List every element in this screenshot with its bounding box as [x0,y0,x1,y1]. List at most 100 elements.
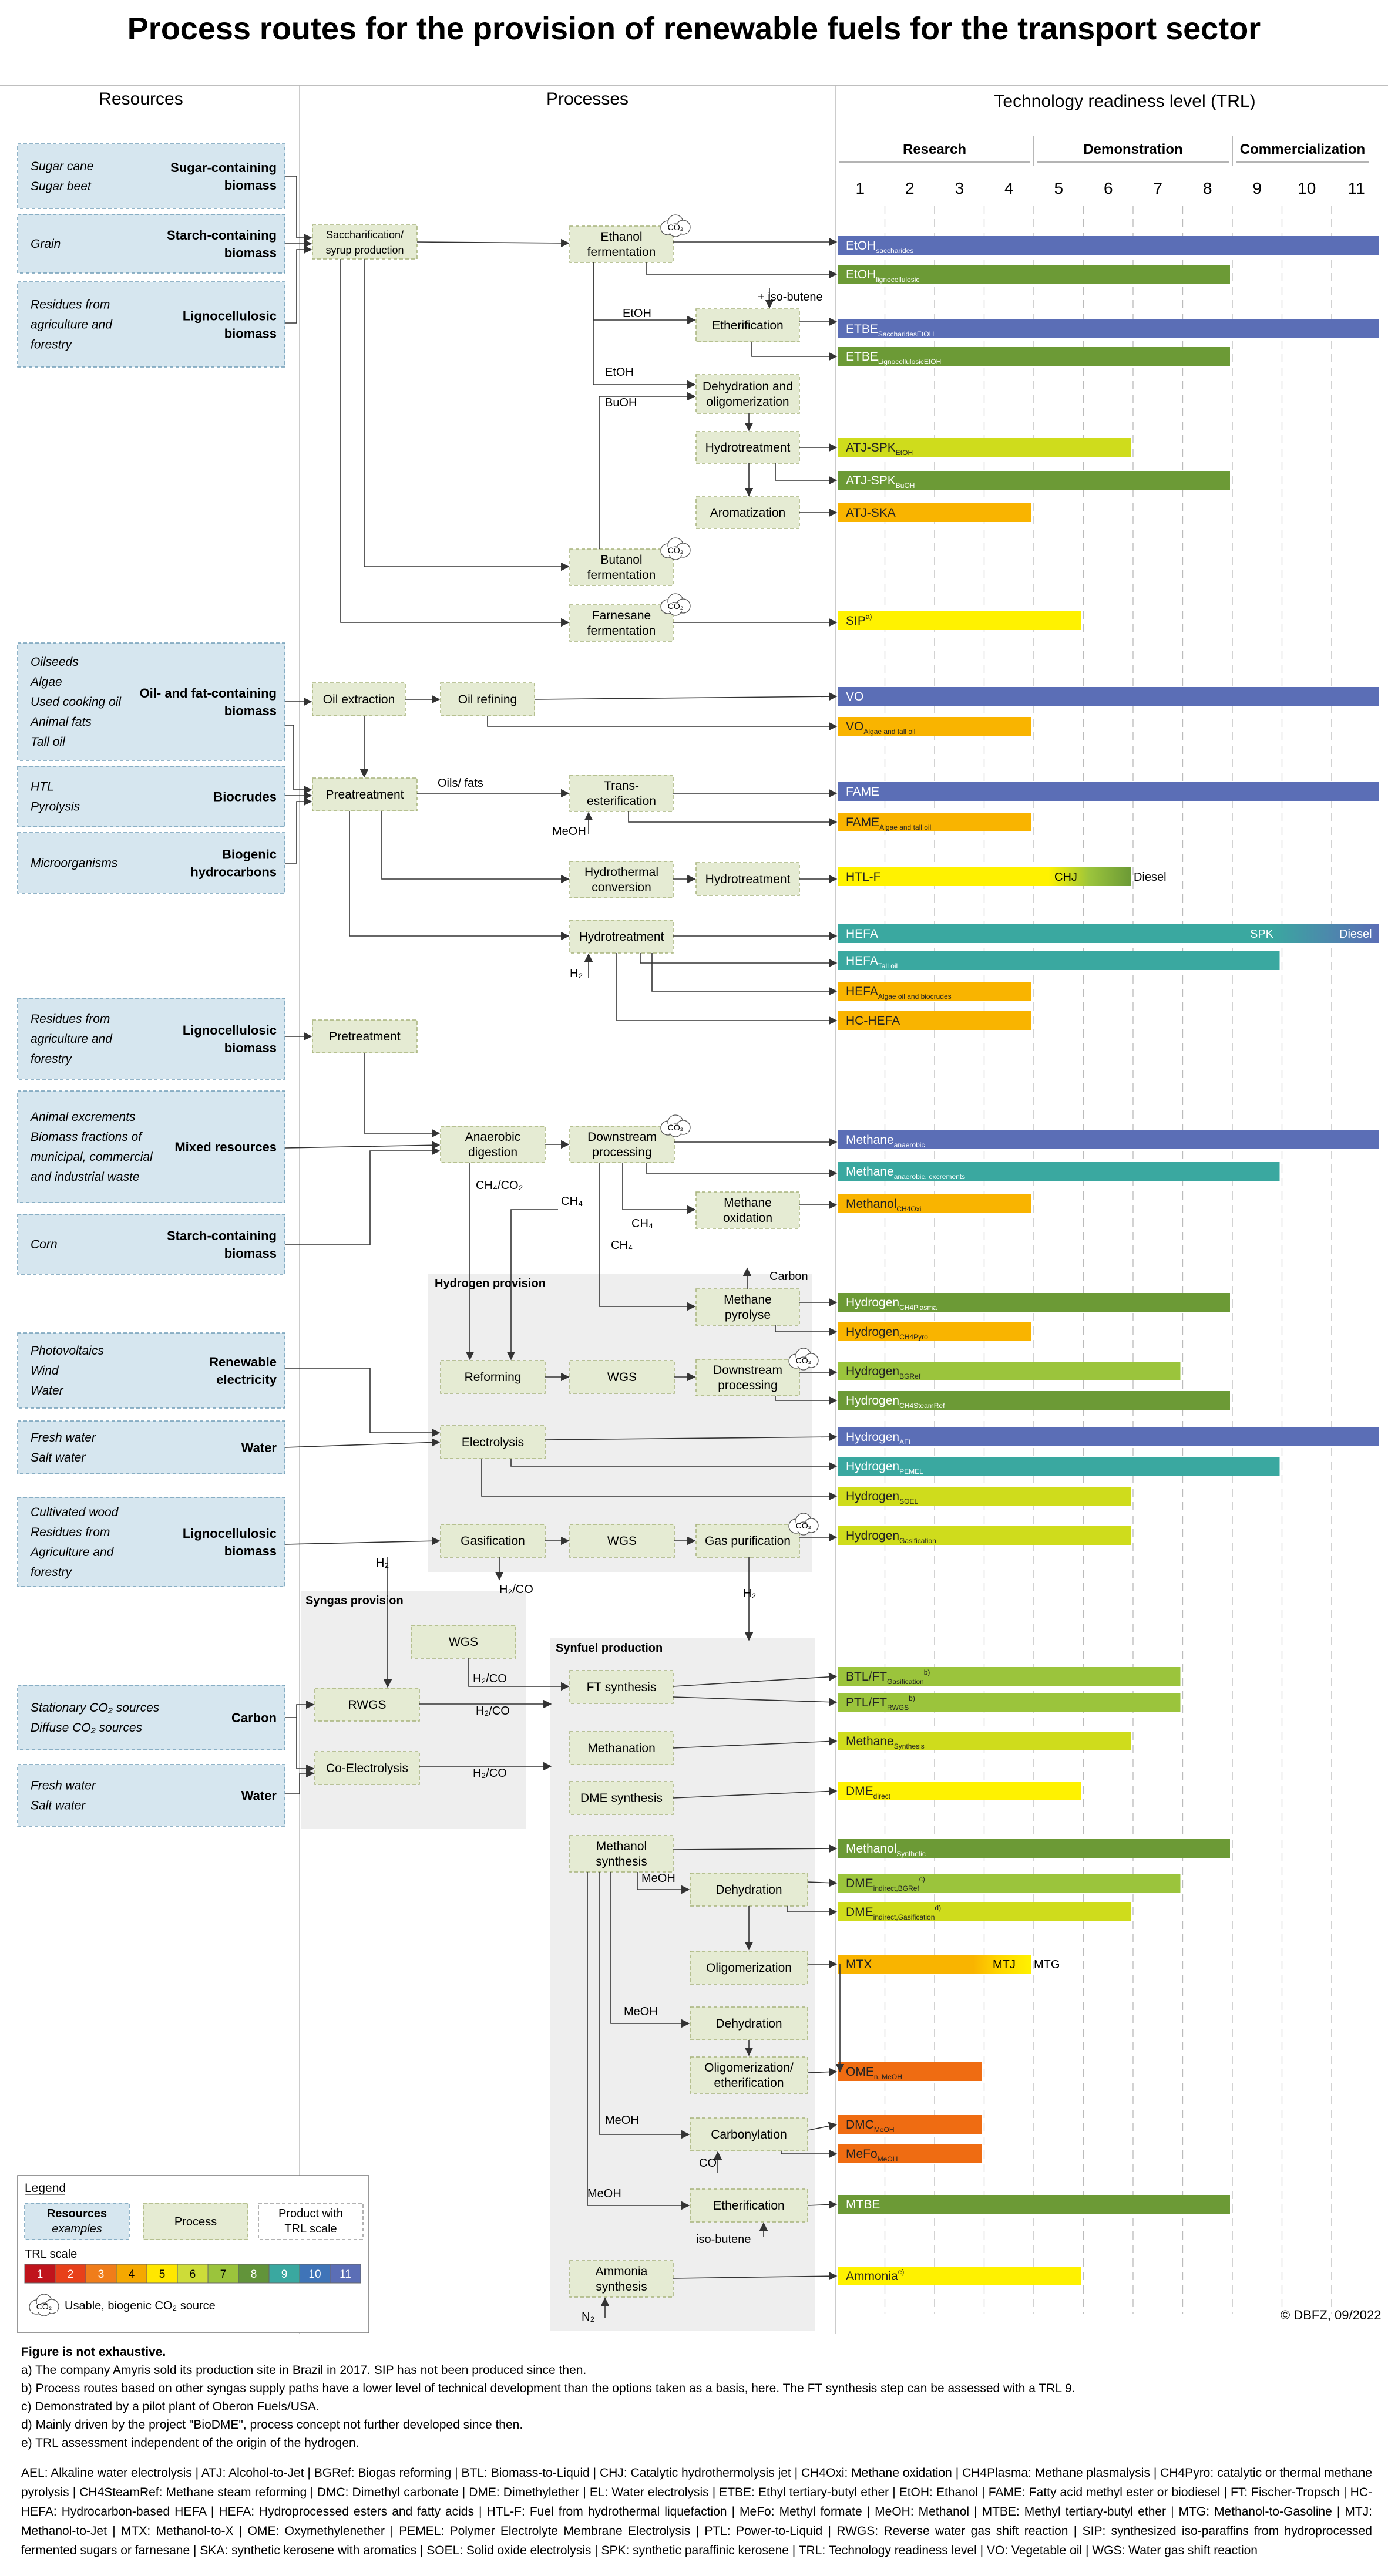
resource-label: Carbon [231,1710,277,1725]
product-label: FAME [846,785,879,799]
process-label: Farnesane [592,609,651,622]
product-sub: n, MeOH [874,2073,902,2081]
section-title-synfuel: Synfuel production [556,1642,663,1655]
trl-bar [838,1130,1379,1149]
trl-number-7: 7 [1153,179,1162,197]
process-label: oxidation [723,1211,772,1225]
trl-bar [838,1874,1181,1893]
product-name: SIP [846,614,866,628]
legend-trl-swatch [116,2264,147,2284]
process-label: Downstream [713,1363,782,1377]
flow-label: H₂/CO [473,1672,507,1685]
product-label: HydrogenAEL [846,1430,913,1446]
trl-bar [838,687,1379,706]
resource-rect [17,832,285,894]
process-label: Dehydration [715,2017,782,2031]
process-rect [569,1670,674,1704]
flow-label: H₂/CO [476,1705,510,1718]
product-name: ATJ-SPK [846,441,896,454]
process-hydrot1: Hydrotreatment [695,431,800,464]
trl-bar [838,2195,1230,2214]
flow-line [364,259,570,571]
product-bar: Methaneanaerobic, excrements [838,1162,1280,1181]
legend-trl-swatch [330,2264,361,2284]
product-sub: PEMEL [899,1467,923,1476]
process-label: Electrolysis [462,1436,524,1449]
process-label: Gas purification [705,1534,791,1548]
product-sub: BGRef [899,1372,921,1380]
legend-trl-number: 1 [37,2268,43,2281]
flow-line [673,2271,838,2281]
flow-line [807,2122,838,2131]
product-name: FAME [846,816,879,829]
flow-line [284,1537,441,1545]
process-label: fermentation [587,245,656,259]
product-label: SIPa) [846,612,872,628]
process-electro: Electrolysis [440,1425,546,1459]
flow-line [599,392,696,549]
flow-label: CH₄ [561,1195,583,1208]
product-bar: VO [838,687,1379,706]
process-rect [695,374,800,414]
resource-example: Wind [31,1364,59,1378]
process-rect [695,496,800,529]
product-bar: HydrogenCH4Pyro [838,1322,1031,1341]
process-label: Hydrotreatment [579,930,664,944]
process-rect [569,775,674,812]
flow-line [646,262,838,279]
footnote-d: d) Mainly driven by the project "BioDME"… [21,2418,523,2432]
process-label: Etherification [712,319,783,332]
product-sub: direct [873,1792,891,1800]
flow-label: + iso-butene [758,291,823,304]
process-rect [569,1126,675,1163]
flow-line [807,1878,838,1887]
product-name: Hydrogen [846,1325,899,1339]
process-label: etherification [714,2076,784,2090]
process-rect [569,1835,674,1873]
co2-text: CO₂ [668,223,683,232]
product-sub: Algae oil and biocrudes [878,992,952,1001]
trl-bar [838,1162,1280,1181]
process-label: Trans- [604,779,639,793]
product-label: DMEindirect,BGRefc) [846,1875,925,1893]
flow-label: MeOH [624,2005,658,2018]
process-label: digestion [468,1146,517,1159]
resource-example: Residues from [31,1012,110,1026]
legend-resource-label: Resources [47,2207,107,2220]
process-trans: Trans-esterification [569,775,674,812]
resource-example: Fresh water [31,1779,96,1793]
trl-bar [838,1427,1379,1446]
product-label: HydrogenCH4SteamRef [846,1394,945,1410]
process-rect [690,2117,808,2151]
product-bar: MethanolCH4Oxi [838,1194,1031,1213]
product-name: Methanol [846,1197,896,1211]
product-name: ETBE [846,322,878,336]
trl-bar [838,1293,1230,1312]
process-rect [440,1425,546,1459]
process-label: Butanol [600,553,642,567]
resource-rect [17,1764,285,1827]
product-bar: VOAlgae and tall oil [838,717,1031,736]
flow-line [381,811,570,884]
product-label: MeFoMeOH [846,2147,898,2163]
flow-line [284,1141,441,1150]
process-label: Ammonia [596,2265,648,2278]
section-title-hydrogen: Hydrogen provision [435,1277,546,1290]
product-name: Methane [846,1133,894,1147]
product-name: VO [846,690,863,703]
footnote-heading: Figure is not exhaustive. [21,2345,166,2359]
product-name: BTL/FT [846,1670,887,1683]
legend-process-label: Process [174,2215,217,2228]
resource-label: Lignocellulosic [183,309,277,324]
product-bar: EtOHsaccharides [838,236,1379,255]
process-label: Preatreatment [325,788,404,802]
process-label: Methane [724,1293,772,1306]
flow-label: Oils/ fats [438,777,483,790]
product-name: HEFA [846,985,878,998]
process-rect [695,1288,800,1326]
